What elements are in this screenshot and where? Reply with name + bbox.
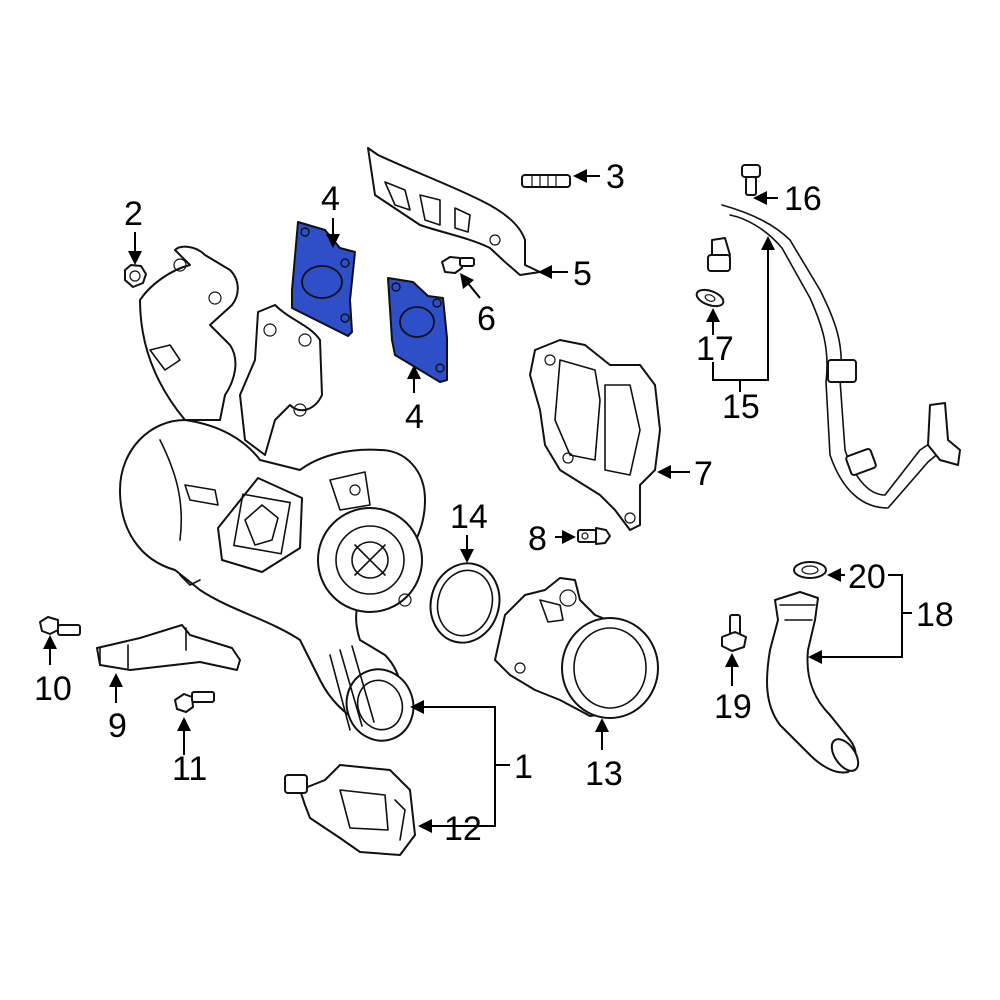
callout-5: 5 — [573, 255, 592, 293]
nut-part-2[interactable] — [124, 264, 147, 288]
bolt-part-8[interactable] — [577, 527, 611, 545]
callout-14: 14 — [450, 498, 488, 536]
callout-1: 1 — [514, 748, 533, 786]
callout-7: 7 — [694, 455, 713, 493]
callout-13: 13 — [585, 755, 623, 793]
heat-shield-part-7[interactable] — [529, 339, 661, 531]
bracket-part-9[interactable] — [96, 624, 241, 671]
callout-20: 20 — [848, 558, 886, 596]
callout-12: 12 — [444, 810, 482, 848]
turbocharger-assembly[interactable] — [119, 245, 426, 750]
callout-labels: 1 2 3 4 4 5 6 7 8 9 10 11 12 13 14 15 16… — [34, 158, 954, 848]
callout-19: 19 — [714, 688, 752, 726]
callout-18: 18 — [916, 596, 954, 634]
gasket-highlight-b — [387, 277, 448, 383]
callout-6: 6 — [477, 300, 496, 338]
bolt-part-6[interactable] — [441, 256, 475, 274]
o-ring-part-20[interactable] — [793, 561, 827, 579]
callout-16: 16 — [784, 180, 822, 218]
gasket-part-4b[interactable] — [387, 277, 448, 383]
seal-ring-part-14[interactable] — [422, 556, 508, 651]
callout-9: 9 — [108, 707, 127, 745]
callout-4b: 4 — [405, 398, 424, 436]
stud-part-3[interactable] — [521, 174, 571, 188]
callout-17: 17 — [696, 330, 734, 368]
washer-part-17[interactable] — [694, 287, 725, 310]
actuator-part-12[interactable] — [284, 764, 416, 856]
banjo-bolt-part-16[interactable] — [741, 164, 761, 196]
bolt-part-10[interactable] — [39, 616, 81, 636]
leader-lines — [43, 169, 912, 833]
callout-2: 2 — [124, 195, 143, 233]
housing-part-13[interactable] — [494, 577, 659, 719]
callout-11: 11 — [172, 750, 207, 788]
bolt-part-19[interactable] — [721, 614, 747, 652]
callout-3: 3 — [606, 158, 625, 196]
bolt-part-11[interactable] — [174, 691, 215, 713]
coolant-hose-part-18[interactable] — [766, 591, 864, 775]
callout-10: 10 — [34, 670, 72, 708]
oil-line-part-15[interactable] — [707, 204, 961, 509]
callout-15: 15 — [722, 388, 760, 426]
gasket-part-4a[interactable] — [291, 221, 356, 337]
callout-8: 8 — [528, 520, 547, 558]
callout-4a: 4 — [321, 180, 340, 218]
heat-shield-part-5[interactable] — [367, 147, 541, 276]
